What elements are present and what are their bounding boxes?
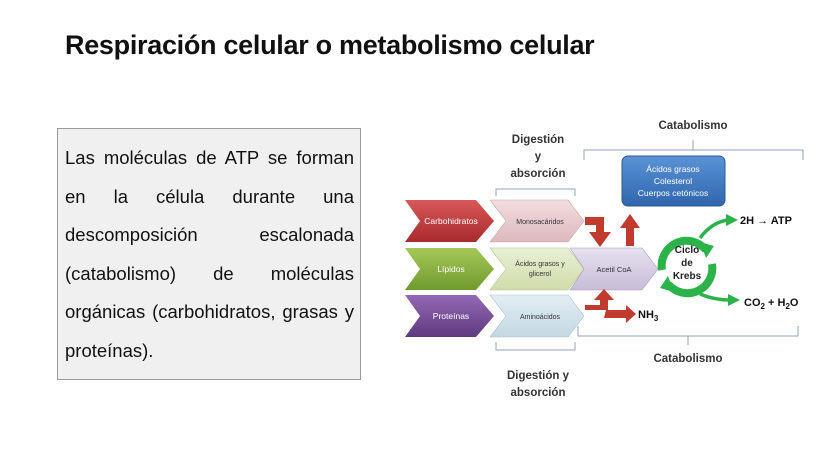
bottom-digestion-label: Digestión y absorción (507, 370, 570, 399)
amino-acids-label: Aminoácidos (520, 314, 561, 321)
svg-text:glicerol: glicerol (529, 271, 552, 278)
fatty-acids-chevron (489, 247, 585, 291)
co2-h2o-label: CO2 + H2O (744, 297, 799, 311)
proteins-label: Proteínas (433, 311, 469, 321)
krebs-cycle-icon (657, 236, 717, 298)
lipid-derivatives-text: Ácidos grasos Colesterol Cuerpos cetónic… (638, 164, 708, 198)
atp-label: 2H → ATP (740, 215, 792, 227)
svg-text:absorción: absorción (511, 168, 566, 180)
svg-text:de: de (681, 258, 693, 269)
catabolism-top-bracket (583, 140, 804, 160)
slide-title: Respiración celular o metabolismo celula… (65, 30, 595, 60)
catabolism-top-label: Catabolismo (658, 120, 727, 132)
lipid-derivatives-box (621, 155, 726, 207)
svg-text:Digestión: Digestión (512, 134, 564, 146)
svg-text:Krebs: Krebs (673, 271, 702, 282)
svg-text:Ácidos grasos y: Ácidos grasos y (515, 259, 565, 268)
carbohydrates-chevron (405, 200, 494, 242)
amino-acids-chevron (489, 294, 585, 338)
body-text: Las moléculas de ATP se forman en la cél… (65, 147, 354, 361)
up-arrow-from-amino-icon (585, 289, 614, 310)
svg-text:Cuerpos cetónicos: Cuerpos cetónicos (638, 188, 708, 198)
up-arrow-icon (620, 214, 640, 246)
monosaccharides-chevron (489, 199, 585, 243)
monosaccharides-label: Monosacáridos (516, 219, 564, 226)
svg-text:Colesterol: Colesterol (654, 176, 692, 186)
bottom-digestion-bracket (495, 342, 576, 351)
top-digestion-label: Digestión y absorción (511, 134, 566, 180)
right-arrow-nh3-icon (604, 305, 636, 323)
krebs-output-arrows (698, 218, 731, 302)
lipids-label: Lípidos (437, 264, 464, 274)
acetyl-coa-label: Acetil CoA (596, 265, 631, 274)
svg-text:Ácidos grasos: Ácidos grasos (646, 164, 699, 174)
acetyl-coa-chevron (569, 247, 659, 291)
svg-text:Ciclo: Ciclo (675, 245, 699, 256)
co2-arrowhead-icon (728, 294, 740, 306)
catabolism-bottom-bracket (577, 326, 799, 345)
metabolic-arrows (585, 214, 640, 323)
nh3-label: NH3 (638, 309, 659, 323)
fatty-acids-label: Ácidos grasos y glicerol (515, 259, 565, 278)
catabolism-bottom-label: Catabolismo (653, 353, 722, 365)
body-text-box: Las moléculas de ATP se forman en la cél… (57, 128, 361, 380)
krebs-label: Ciclo de Krebs (673, 245, 702, 282)
svg-text:y: y (535, 151, 542, 163)
svg-text:absorción: absorción (511, 387, 566, 399)
proteins-chevron (405, 295, 494, 337)
bent-down-arrow-icon (585, 217, 611, 247)
carbohydrates-label: Carbohidratos (424, 216, 477, 226)
svg-text:Digestión y: Digestión y (507, 370, 570, 382)
lipids-chevron (405, 248, 494, 290)
atp-arrowhead-icon (726, 214, 738, 226)
top-digestion-bracket (495, 188, 576, 196)
